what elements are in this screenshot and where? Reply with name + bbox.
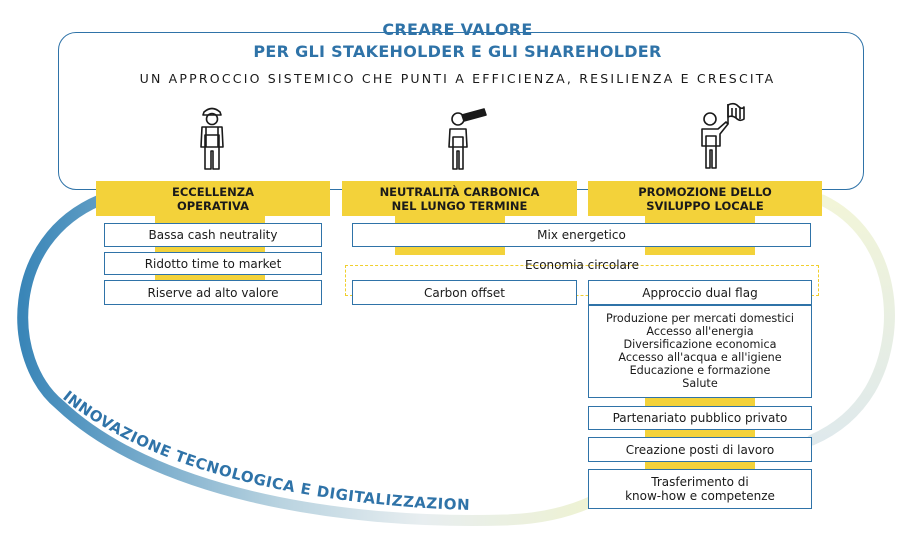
pillar-eccellenza-operativa: ECCELLENZA OPERATIVA [96,181,330,216]
pillar-neutralita-carbonica: NEUTRALITÀ CARBONICA NEL LUNGO TERMINE [342,181,577,216]
pillar-label: NEUTRALITÀ CARBONICA [379,185,540,199]
item-approccio-dual-flag: Approccio dual flag [588,280,812,305]
connector [645,429,755,437]
item-label: Trasferimento di [651,475,749,489]
list-item: Accesso all'energia [646,325,754,338]
item-label: Riserve ad alto valore [147,285,279,300]
list-item: Produzione per mercati domestici [606,312,794,325]
connector [155,247,265,252]
list-item: Accesso all'acqua e all'igiene [618,351,782,364]
connector [645,461,755,469]
list-item: Educazione e formazione [629,364,771,377]
item-creazione-posti: Creazione posti di lavoro [588,437,812,462]
page-title-line1: CREARE VALORE [382,20,533,39]
connector [395,247,505,255]
pillar-label: NEL LUNGO TERMINE [391,199,528,213]
flag-person-icon [701,102,745,169]
worker-icon [200,107,224,170]
item-label: Partenariato pubblico privato [612,411,788,425]
item-economia-circolare: Economia circolare [525,258,639,272]
page-title-line2: PER GLI STAKEHOLDER E GLI SHAREHOLDER [253,42,662,61]
item-ridotto-time-to-market: Ridotto time to market [104,252,322,275]
item-bassa-cash-neutrality: Bassa cash neutrality [104,223,322,247]
connector [395,216,505,224]
pillar-label: SVILUPPO LOCALE [646,199,764,213]
connector [645,216,755,224]
list-item: Diversificazione economica [623,338,777,351]
item-carbon-offset: Carbon offset [352,280,577,305]
item-label: Approccio dual flag [642,285,758,300]
item-mix-energetico: Mix energetico [352,223,811,247]
pillar-sviluppo-locale: PROMOZIONE DELLO SVILUPPO LOCALE [588,181,822,216]
item-label: Mix energetico [537,228,626,242]
pillar-label: ECCELLENZA [172,185,254,199]
item-riserve-alto-valore: Riserve ad alto valore [104,280,322,305]
telescope-person-icon [448,108,487,170]
item-label: Carbon offset [424,285,505,300]
connector [155,275,265,280]
item-partenariato: Partenariato pubblico privato [588,406,812,430]
item-label: Bassa cash neutrality [148,228,278,242]
item-label: Creazione posti di lavoro [625,442,775,457]
pillar-label: OPERATIVA [176,199,250,213]
item-local-list: Produzione per mercati domestici Accesso… [588,305,812,398]
item-trasferimento: Trasferimento di know-how e competenze [588,469,812,509]
pillar-label: PROMOZIONE DELLO [638,185,772,199]
item-economia-circolare-frame [345,265,819,296]
connector [645,398,755,407]
list-item: Salute [682,377,718,390]
item-label: Ridotto time to market [144,256,282,271]
connector [645,247,755,255]
page-subtitle: UN APPROCCIO SISTEMICO CHE PUNTI A EFFIC… [139,71,776,86]
connector [155,216,265,224]
item-label: know-how e competenze [625,489,775,503]
